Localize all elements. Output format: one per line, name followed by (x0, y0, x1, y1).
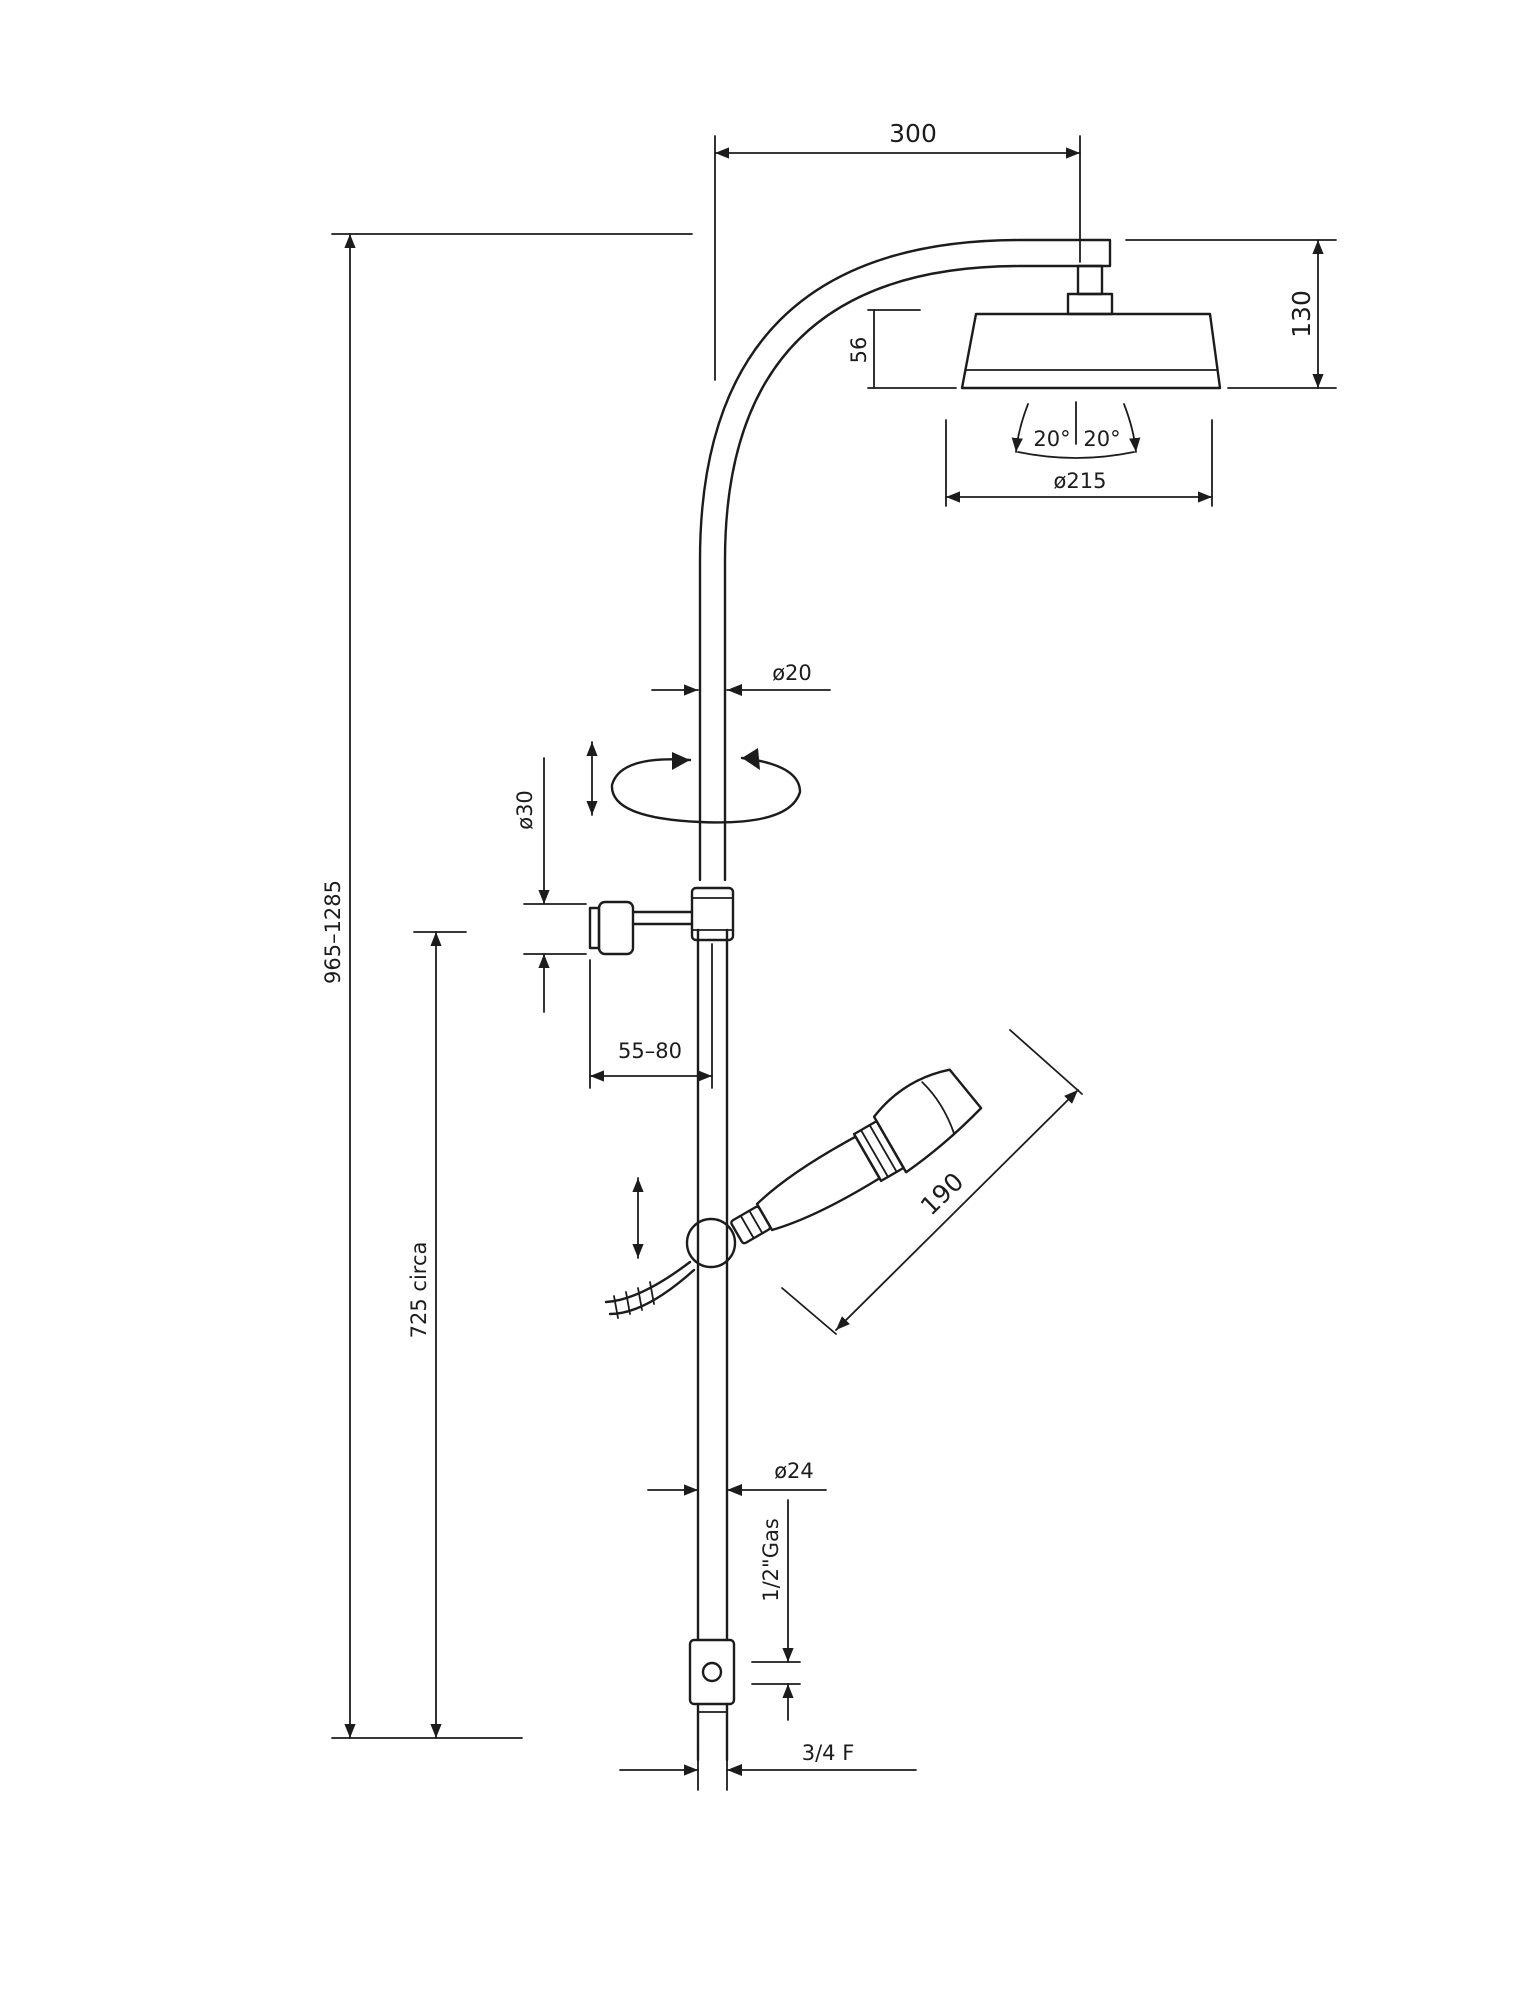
svg-text:20°: 20° (1083, 427, 1120, 451)
dim-lower-height: 725 circa (407, 931, 467, 1739)
dim-tilt-angles: 20° 20° (1011, 401, 1141, 459)
svg-text:130: 130 (1287, 290, 1316, 338)
dim-head-diameter: ø215 (945, 419, 1213, 507)
svg-text:3/4 F: 3/4 F (802, 1741, 855, 1765)
shower-column (588, 238, 1112, 1762)
svg-text:55–80: 55–80 (618, 1039, 682, 1063)
dim-hose-connection: 1/2"Gas (751, 1499, 801, 1721)
dim-total-height: 965–1285 (321, 233, 693, 1739)
shower-head-joint (1076, 264, 1104, 296)
svg-text:965–1285: 965–1285 (321, 880, 345, 984)
inlet-block (688, 1638, 736, 1706)
slider-ball (685, 1217, 737, 1269)
svg-text:300: 300 (889, 119, 937, 148)
inlet-knob (701, 1661, 723, 1683)
shower-head (960, 264, 1222, 390)
dim-inlet-connection: 3/4 F (619, 1741, 917, 1791)
wall-bracket-plate (597, 900, 635, 956)
hand-shower-handle (755, 1135, 881, 1232)
dim-wall-offset: 55–80 (589, 943, 713, 1089)
dim-lower-tube-diameter: ø24 (647, 1459, 827, 1496)
svg-text:ø30: ø30 (513, 790, 537, 830)
svg-text:56: 56 (847, 337, 871, 364)
dim-upper-tube-diameter: ø20 (651, 661, 831, 696)
dim-head-height: 130 (1125, 239, 1337, 389)
upper-tube (698, 238, 1112, 882)
svg-text:190: 190 (915, 1167, 969, 1221)
svg-text:1/2"Gas: 1/2"Gas (759, 1518, 783, 1602)
svg-text:ø215: ø215 (1054, 469, 1107, 493)
shower-hose (604, 1260, 696, 1316)
wall-bracket-collar (690, 886, 735, 942)
svg-text:20°: 20° (1033, 427, 1070, 451)
rotation-arrow (610, 748, 802, 824)
shower-head-body (960, 312, 1222, 390)
lower-tube (696, 928, 729, 1642)
svg-text:725 circa: 725 circa (407, 1242, 431, 1339)
svg-text:ø20: ø20 (772, 661, 812, 685)
svg-text:ø24: ø24 (774, 1459, 814, 1483)
dim-arm-reach: 300 (714, 119, 1081, 381)
dim-head-depth: 56 (847, 309, 957, 389)
dim-bracket-diameter: ø30 (513, 757, 587, 1013)
